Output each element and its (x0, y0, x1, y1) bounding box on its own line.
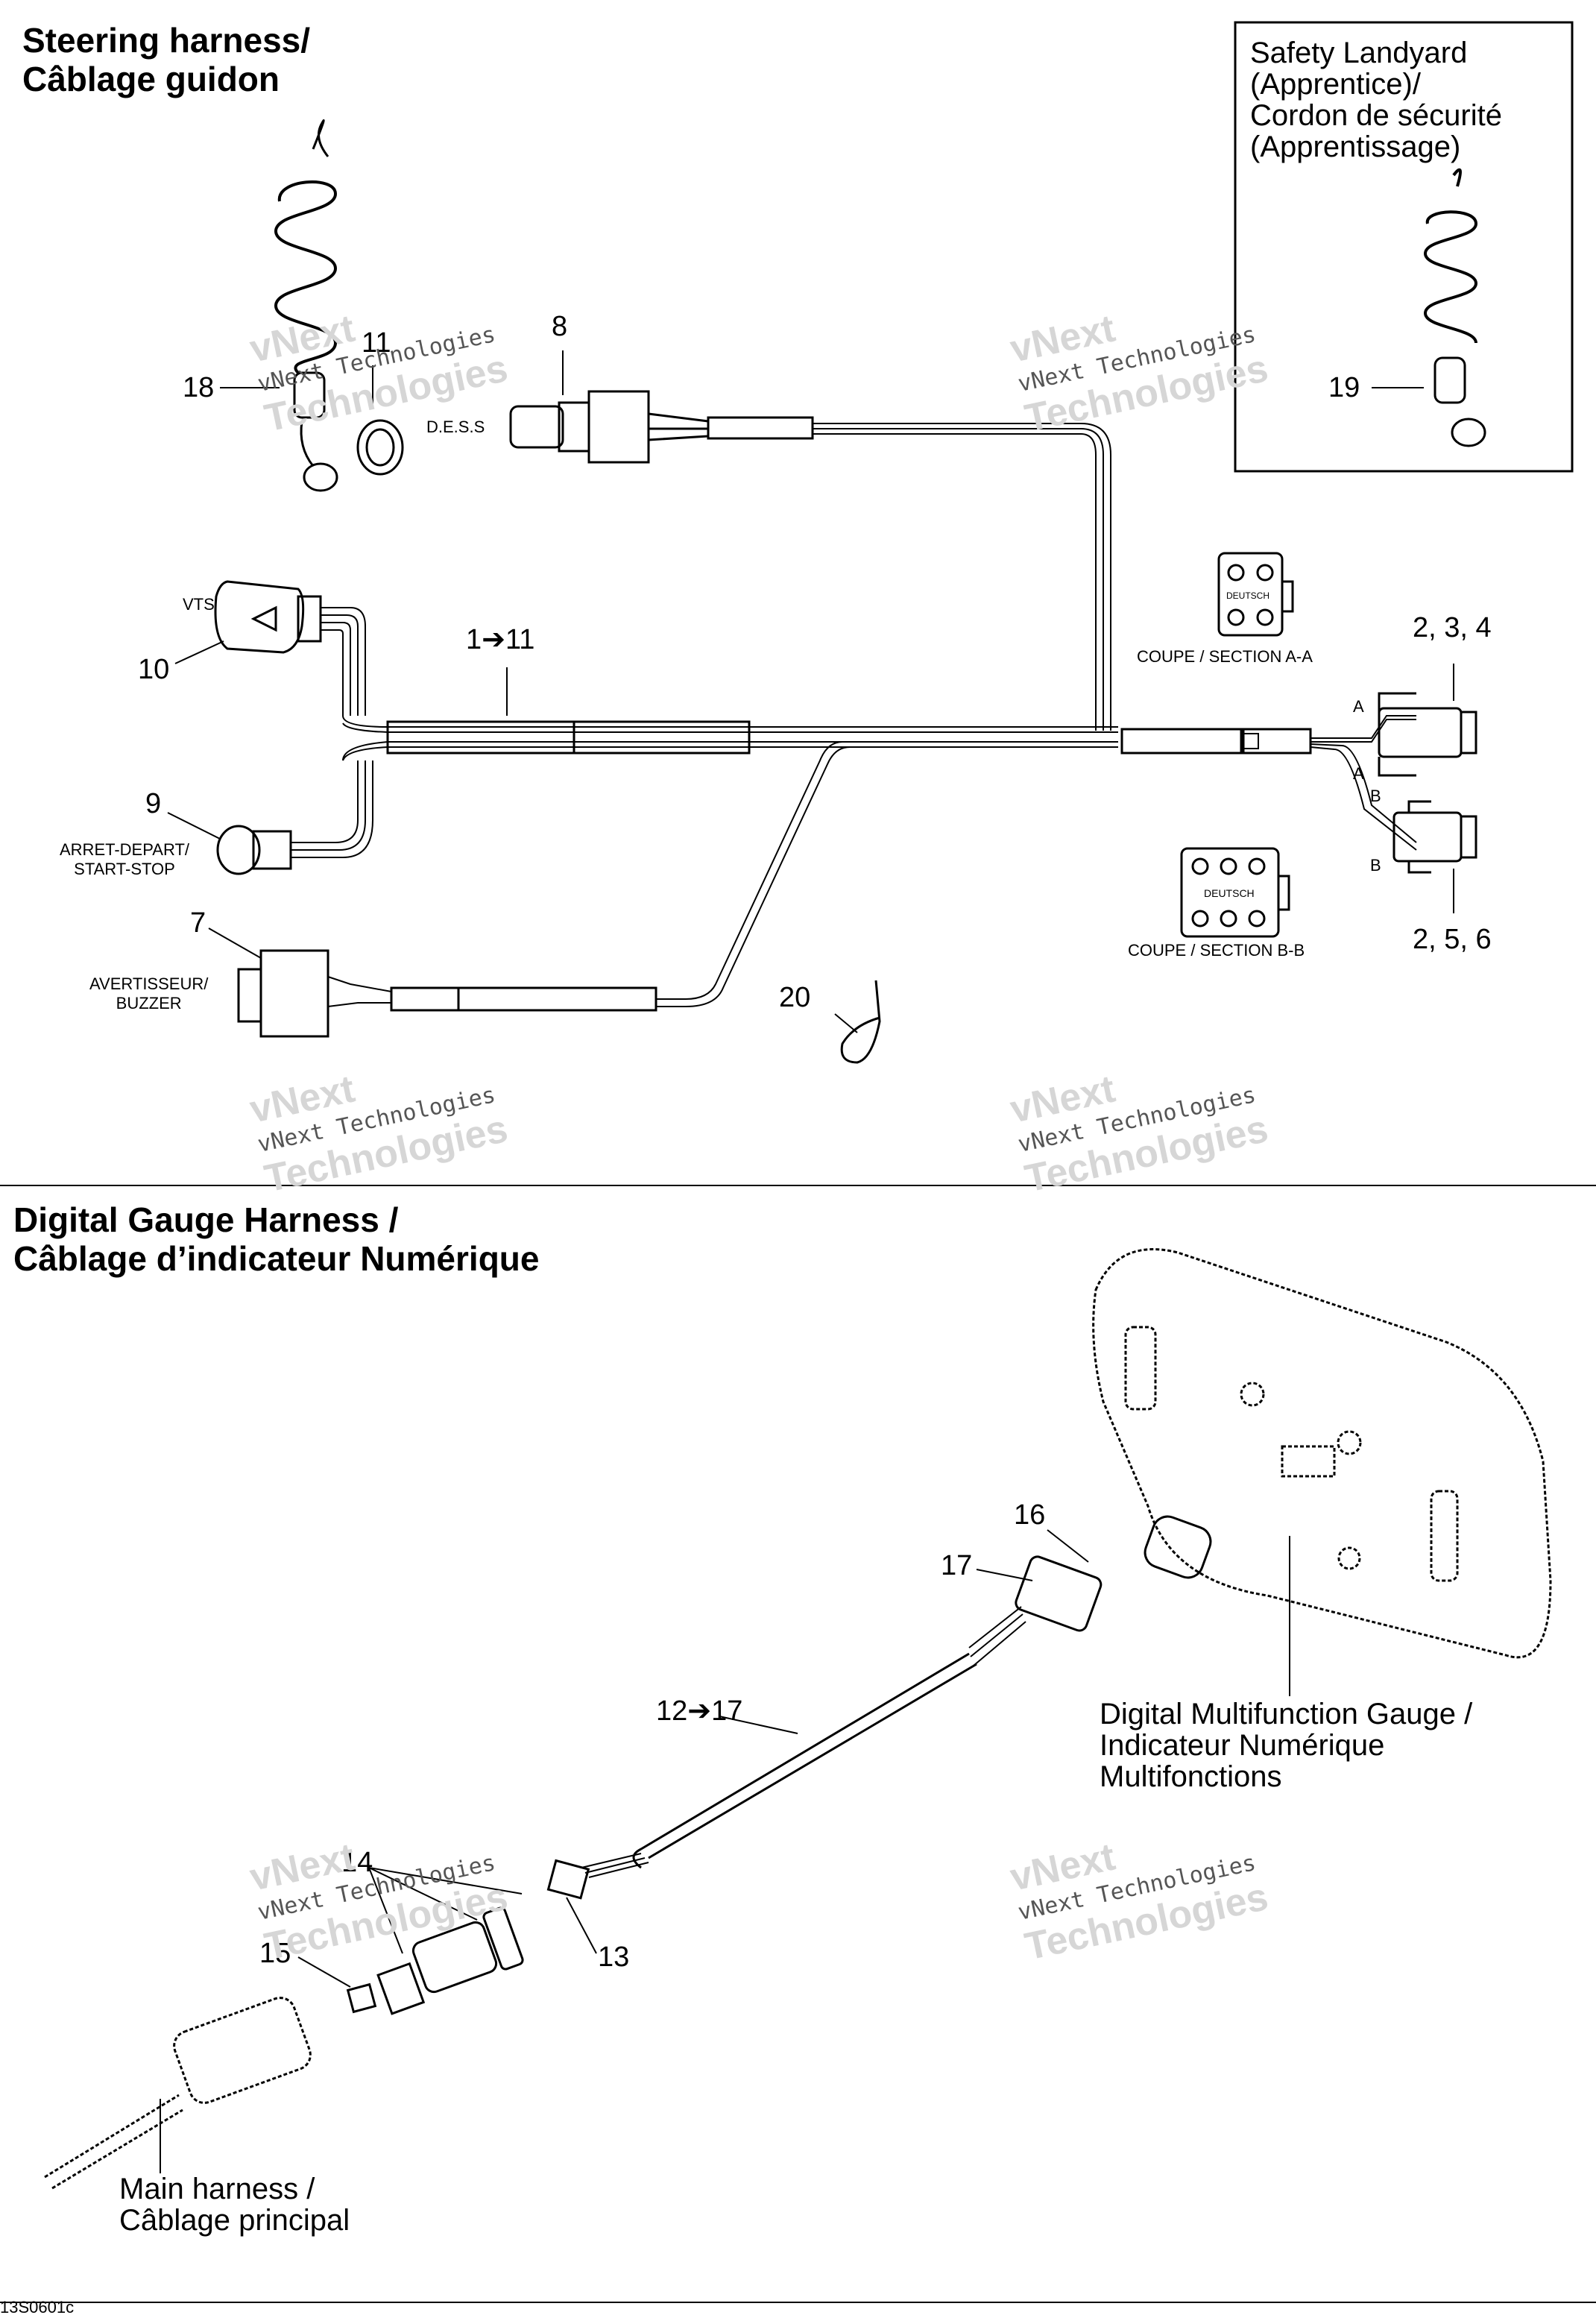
section-bb-label: COUPE / SECTION B-B (1128, 941, 1305, 960)
callout-9: 9 (145, 788, 162, 819)
callout-16: 16 (1014, 1499, 1046, 1531)
callout-1-11: 1➔11 (466, 624, 535, 655)
callout-15: 15 (259, 1938, 291, 1969)
marker-b-bottom: B (1370, 856, 1381, 875)
leader-lines (160, 350, 1424, 2173)
start-stop-label: ARRET-DEPART/ START-STOP (60, 840, 189, 878)
gauge-label: Digital Multifunction Gauge / Indicateur… (1100, 1698, 1473, 1793)
footer-code: 13S0601c (0, 2298, 75, 2317)
dess-connector-8 (509, 390, 1111, 731)
marker-b-top: B (1370, 787, 1381, 805)
lanyard-18 (274, 119, 338, 492)
callout-10: 10 (138, 654, 170, 685)
callout-18: 18 (183, 372, 215, 403)
callout-2-3-4: 2, 3, 4 (1413, 612, 1492, 643)
marker-a-top: A (1353, 697, 1364, 716)
main-trunk-1-11 (342, 715, 1417, 851)
lanyard-19 (1423, 168, 1486, 447)
callout-12-17: 12➔17 (656, 1695, 743, 1727)
inset-box (1234, 21, 1574, 473)
deutsch-plug-14 (346, 1906, 524, 2015)
section-aa-label: COUPE / SECTION A-A (1137, 647, 1313, 666)
start-stop-switch-9 (216, 760, 373, 875)
tie-wrap-20 (840, 980, 881, 1064)
callout-14: 14 (341, 1847, 373, 1878)
gauge-connector-17 (968, 1515, 1212, 1666)
buzzer-7 (237, 949, 657, 1038)
callout-20: 20 (779, 982, 811, 1013)
buzzer-branch (656, 741, 851, 1007)
deutsch-connectors (1378, 664, 1477, 913)
section-bb-drawing (1180, 847, 1290, 938)
connector-13 (546, 1859, 590, 1900)
section-aa-drawing (1217, 552, 1294, 637)
callout-8: 8 (552, 311, 568, 342)
deutsch-aa: DEUTSCH (1226, 590, 1270, 601)
section2-title: Digital Gauge Harness / Câblage d’indica… (13, 1200, 540, 1278)
callout-13: 13 (598, 1941, 630, 1973)
callout-19: 19 (1328, 372, 1360, 403)
ring-11 (356, 419, 404, 476)
callout-7: 7 (190, 907, 206, 939)
callout-17: 17 (941, 1550, 973, 1581)
marker-a-bottom: A (1353, 764, 1364, 783)
digital-gauge-housing (1092, 1248, 1552, 1659)
buzzer-label: AVERTISSEUR/ BUZZER (89, 974, 209, 1012)
main-harness-label: Main harness / Câblage principal (119, 2173, 350, 2237)
callout-2-5-6: 2, 5, 6 (1413, 924, 1492, 955)
vts-label: VTS (183, 595, 215, 614)
callout-11: 11 (362, 327, 391, 359)
dess-label: D.E.S.S (426, 418, 485, 436)
inset-title: Safety Landyard (Apprentice)/ Cordon de … (1250, 37, 1502, 163)
main-harness-plug (44, 1997, 312, 2190)
cable-12-17 (632, 1652, 977, 1869)
vts-switch-10 (214, 580, 366, 716)
section1-title: Steering harness/ Câblage guidon (22, 21, 311, 98)
deutsch-bb: DEUTSCH (1204, 887, 1255, 899)
